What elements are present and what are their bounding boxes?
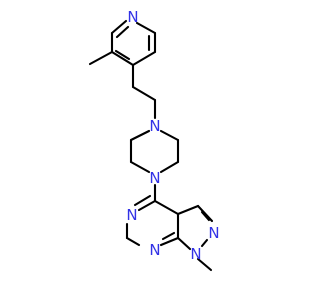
bond [137,199,157,212]
bond [110,19,128,35]
bond [200,210,211,222]
bond [114,49,131,61]
bond [131,50,157,67]
bond [115,25,130,39]
atom-label: N [149,117,160,135]
bond [159,129,180,142]
bond [133,194,152,207]
pyridine-ring [110,19,157,67]
atom-label: N [149,241,160,259]
bond [129,160,151,174]
bond [196,204,214,223]
atom-n-piperazine-bottom: N [149,169,160,187]
bond [110,50,135,67]
bond [161,231,176,241]
ethyl-linker [131,63,157,120]
atom-label: N [149,169,160,187]
bond [153,199,180,216]
atom-n-pyrazole-1: N [190,245,201,263]
atom-label: N [208,224,219,242]
methyl-bond [88,50,114,66]
bond [159,236,180,247]
bond [200,238,209,248]
methyl-bond [196,257,213,272]
pyrimidine-ring [125,194,180,247]
bond [131,85,157,102]
atom-n-pyrimidine-3: N [126,206,137,224]
bond [176,236,192,251]
atom-n-pyridine: N [127,8,138,26]
pyrazole-ring [176,204,214,251]
molecule-structure-diagram: N N N N N N N [88,8,220,272]
atom-label: N [126,206,137,224]
bond [159,160,180,174]
atom-label: N [190,245,201,263]
atom-n-pyrazole-2: N [208,224,219,242]
piperazine-ring [129,129,180,174]
atom-label: N [127,8,138,26]
bond [129,129,151,142]
atom-n-piperazine-top: N [149,117,160,135]
bond [176,204,200,216]
bond [125,236,141,247]
bond [135,21,157,35]
atom-n-pyrimidine-1: N [149,241,160,259]
